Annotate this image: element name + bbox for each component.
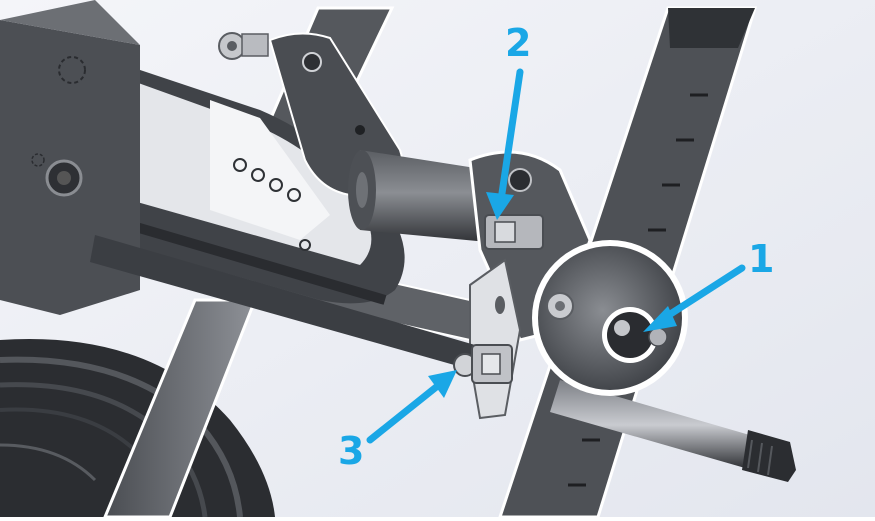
round-disc [532, 240, 688, 396]
swing-arm [93, 60, 405, 305]
callout-label-3: 3 [338, 429, 364, 473]
tire [0, 339, 275, 518]
callout-3-arrow [366, 370, 457, 444]
adjustment-rod [550, 380, 796, 482]
callout-2-arrow [486, 68, 524, 220]
callout-label-2: 2 [505, 21, 531, 65]
callout-label-1: 1 [748, 237, 774, 281]
lower-rod [90, 235, 475, 370]
callout-arrows [366, 68, 746, 444]
callout-1-arrow [643, 264, 746, 332]
nut-3 [453, 344, 513, 384]
